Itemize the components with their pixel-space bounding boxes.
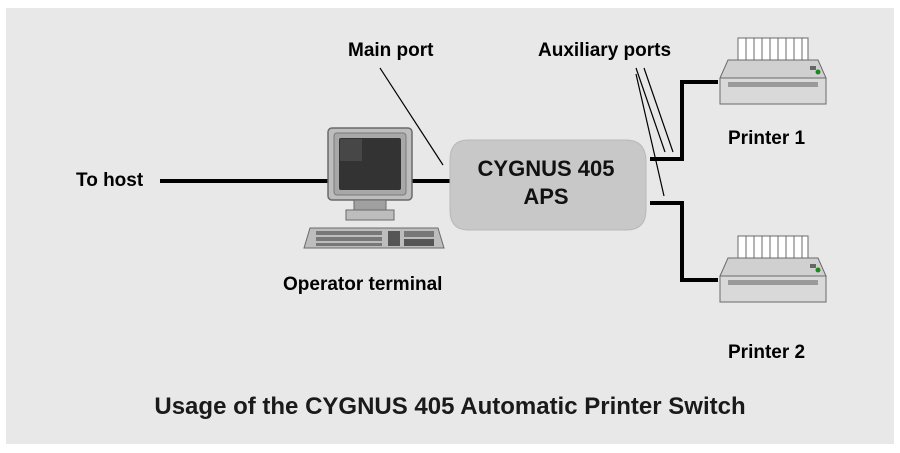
- printer-2-cable: [650, 201, 718, 282]
- main-port-leader: [379, 67, 444, 166]
- computer-terminal-icon: [303, 127, 445, 249]
- aps-device-label: CYGNUS 405 APS: [452, 155, 640, 211]
- aux-ports-leader-1: [635, 67, 666, 153]
- auxiliary-ports-label: Auxiliary ports: [538, 40, 672, 61]
- aps-device-box: [449, 139, 647, 231]
- printer-1-label: Printer 1: [728, 128, 806, 149]
- printer-1-cable: [650, 80, 718, 161]
- printer-icon-2: [719, 235, 827, 303]
- printer-2-label: Printer 2: [728, 342, 806, 363]
- aux-ports-leader-3: [635, 73, 665, 197]
- device-model-line: APS: [523, 184, 569, 209]
- main-port-label: Main port: [348, 40, 434, 61]
- to-host-label: To host: [76, 170, 144, 191]
- aux-ports-leader-2: [643, 67, 674, 153]
- operator-terminal-label: Operator terminal: [283, 274, 443, 295]
- diagram-caption: Usage of the CYGNUS 405 Automatic Printe…: [154, 393, 746, 420]
- device-name-line: CYGNUS 405: [477, 156, 615, 181]
- printer-icon-1: [719, 37, 827, 105]
